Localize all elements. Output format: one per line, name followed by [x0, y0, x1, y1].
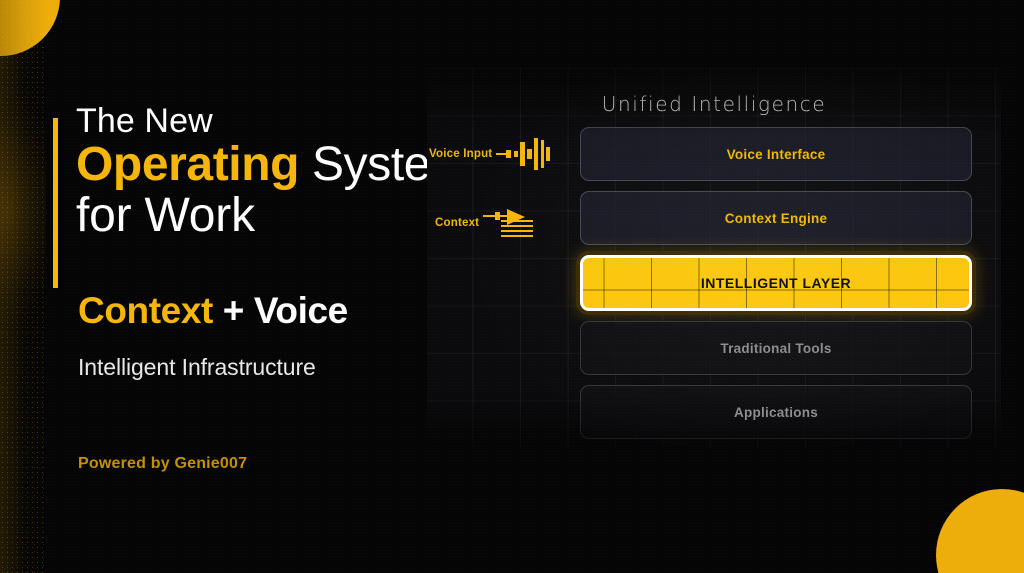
headline-line-1: The New: [76, 102, 213, 140]
left-content-column: The New Operating System for Work Contex…: [0, 0, 470, 573]
voice-waveform-icon: [496, 138, 551, 170]
layer-stack: Voice Interface Context Engine INTELLIGE…: [580, 127, 972, 448]
annotation-context-label: Context: [435, 217, 480, 229]
powered-by-credit: Powered by Genie007: [78, 455, 248, 472]
subheadline-emphasis-context: Context: [78, 290, 213, 331]
stack-row-label: Context Engine: [724, 210, 828, 226]
headline-line-2: Operating System: [76, 137, 470, 191]
stack-row-label: Applications: [733, 404, 818, 420]
subheadline: Context + Voice: [78, 290, 348, 332]
annotation-voice-input-label: Voice Input: [429, 148, 493, 160]
stack-row-traditional-tools[interactable]: Traditional Tools: [580, 321, 972, 375]
architecture-diagram-panel: Unified Intelligence Voice Input Context: [427, 68, 1001, 448]
subheadline-rest: + Voice: [212, 290, 348, 331]
panel-title: Unified Intelligence: [601, 92, 827, 116]
stack-row-intelligent-layer[interactable]: INTELLIGENT LAYER: [580, 255, 972, 311]
headline-accent-bar: [53, 118, 58, 288]
stack-row-label: Voice Interface: [726, 146, 826, 162]
annotation-context: Context: [435, 206, 539, 240]
headline-line-3: for Work: [76, 188, 255, 242]
bottom-right-corner-circle: [936, 489, 1024, 573]
headline-block: The New Operating System for Work: [76, 102, 470, 242]
stack-row-label: INTELLIGENT LAYER: [700, 275, 852, 291]
annotation-voice-input: Voice Input: [429, 137, 552, 171]
stack-row-applications[interactable]: Applications: [580, 385, 972, 439]
context-feed-icon: [483, 209, 534, 237]
stack-row-voice-interface[interactable]: Voice Interface: [580, 127, 972, 181]
left-edge-texture: [0, 0, 46, 573]
stack-row-context-engine[interactable]: Context Engine: [580, 191, 972, 245]
stack-row-label: Traditional Tools: [720, 340, 832, 356]
headline-emphasis-operating: Operating: [76, 137, 300, 191]
tagline: Intelligent Infrastructure: [78, 354, 316, 380]
